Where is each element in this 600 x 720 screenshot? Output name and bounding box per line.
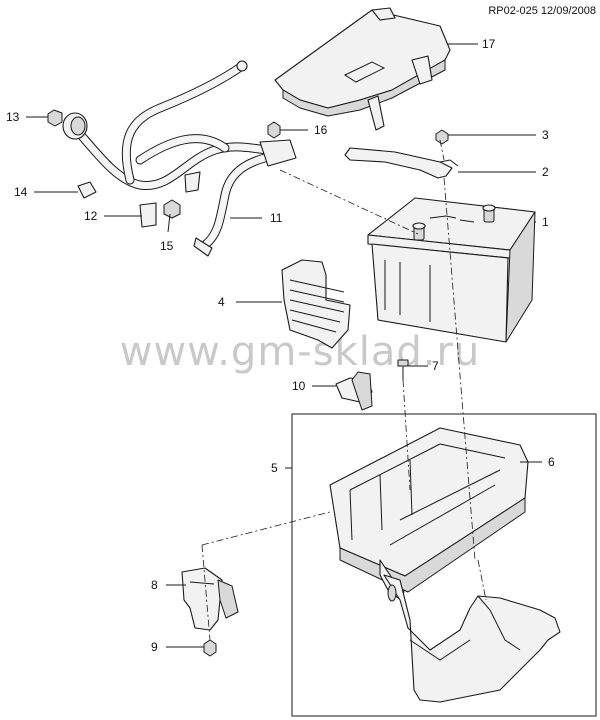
- callout-16: 16: [314, 123, 328, 137]
- terminal-nut-part: [267, 121, 281, 139]
- callout-14: 14: [14, 185, 28, 199]
- diagram-reference: RP02-025 12/09/2008: [488, 5, 596, 17]
- callout-15: 15: [160, 239, 174, 253]
- hold-down-clamp-part: [344, 147, 459, 179]
- callout-1: 1: [542, 215, 549, 229]
- cable-clip-part: [77, 181, 97, 199]
- callout-12: 12: [84, 209, 98, 223]
- callout-9: 9: [151, 640, 158, 654]
- battery-part: [367, 197, 536, 343]
- callout-5: 5: [271, 461, 278, 475]
- callout-7: 7: [432, 359, 439, 373]
- battery-cover-part: [274, 7, 451, 131]
- fuse-holder-part: [335, 371, 373, 411]
- callout-10: 10: [292, 379, 306, 393]
- bracket-bolt-part: [203, 639, 217, 657]
- tray-bracket-part: [181, 567, 239, 631]
- battery-tray-part: [329, 427, 561, 703]
- terminal-cap-part: [47, 109, 88, 140]
- callout-2: 2: [542, 165, 549, 179]
- leader-lines: [26, 43, 542, 648]
- callout-3: 3: [542, 128, 549, 142]
- cable-nut-part: [163, 199, 181, 219]
- callout-13: 13: [6, 110, 20, 124]
- nut-part: [435, 129, 449, 145]
- tray-assembly-frame: [291, 413, 597, 717]
- callout-labels: 17 3 2 1 4 5 6 7 8 9 10 11 12 13 14 15 1…: [6, 37, 555, 654]
- callout-8: 8: [151, 578, 158, 592]
- battery-cable-harness-part: [67, 60, 297, 257]
- callout-4: 4: [218, 295, 225, 309]
- watermark: www.gm-sklad.ru: [120, 329, 481, 375]
- callout-6: 6: [548, 455, 555, 469]
- heat-shield-part: [281, 259, 351, 349]
- alignment-lines: [201, 139, 487, 641]
- callout-11: 11: [270, 211, 283, 225]
- callout-17: 17: [482, 37, 496, 51]
